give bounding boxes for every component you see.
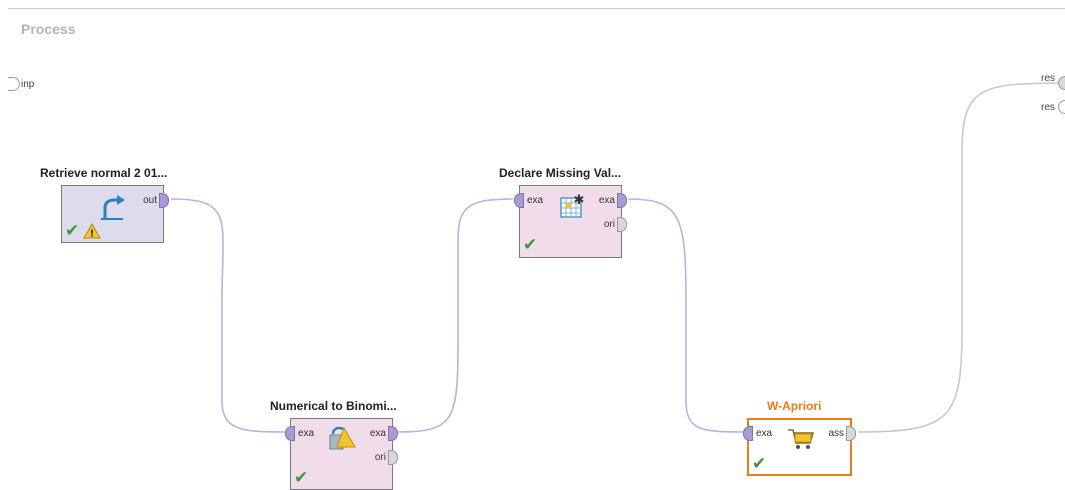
num2bin-operator[interactable]: exa exa ori ✔ — [285, 418, 398, 490]
process-input-port[interactable] — [8, 77, 20, 91]
wire-declare-to-apriori — [627, 198, 744, 433]
status-ok-icon: ✔ — [65, 221, 80, 240]
status-ok-icon: ✔ — [523, 235, 538, 254]
wire-apriori-to-result — [857, 82, 1059, 433]
retrieve-out-port[interactable] — [159, 193, 169, 208]
table-missing-value-icon: ✱ — [560, 193, 585, 218]
shopping-cart-icon — [788, 429, 815, 449]
num2bin-operator-name: Numerical to Binomi... — [270, 399, 397, 413]
num2bin-ori-port[interactable] — [388, 450, 398, 465]
declare-out-label: exa — [598, 195, 615, 206]
declare-operator-name: Declare Missing Val... — [499, 166, 622, 180]
declare-ori-label: ori — [603, 219, 615, 230]
num2bin-ori-label: ori — [374, 452, 386, 463]
declare-out-port[interactable] — [617, 193, 627, 208]
declare-operator[interactable]: exa exa ori ✱ ✔ — [514, 185, 627, 258]
num2bin-in-port[interactable] — [285, 426, 295, 441]
svg-text:✱: ✱ — [574, 193, 585, 208]
process-input-port-label: inp — [21, 79, 35, 90]
wire-num2bin-to-declare — [397, 198, 514, 433]
process-title: Process — [21, 21, 76, 37]
apriori-in-port[interactable] — [743, 426, 753, 441]
apriori-in-label: exa — [756, 428, 773, 439]
retrieve-operator[interactable]: out ✔ ! — [61, 185, 169, 243]
result-port-2[interactable] — [1058, 100, 1065, 114]
apriori-operator[interactable]: exa ass ✔ — [743, 418, 856, 476]
retrieve-out-label: out — [143, 195, 157, 206]
apriori-operator-name: W-Apriori — [767, 399, 822, 413]
result-port-2-label: res — [1041, 102, 1055, 113]
num2bin-out-port[interactable] — [388, 426, 398, 441]
retrieve-arrow-icon — [101, 195, 125, 220]
warning-icon: ! — [83, 223, 101, 239]
top-divider — [8, 8, 1065, 9]
num2bin-in-label: exa — [298, 428, 315, 439]
convert-shapes-icon — [329, 426, 356, 450]
result-port-1-label: res — [1041, 73, 1055, 84]
apriori-out-label: ass — [828, 428, 844, 439]
declare-ori-port[interactable] — [617, 217, 627, 232]
svg-text:!: ! — [90, 229, 95, 240]
result-port-1[interactable] — [1058, 76, 1065, 90]
declare-in-label: exa — [527, 195, 544, 206]
declare-in-port[interactable] — [514, 193, 524, 208]
status-ok-icon: ✔ — [294, 468, 309, 487]
wire-retrieve-to-num2bin — [170, 198, 286, 433]
status-ok-icon: ✔ — [752, 454, 767, 473]
apriori-out-port[interactable] — [846, 426, 856, 441]
retrieve-operator-name: Retrieve normal 2 01... — [40, 166, 168, 180]
num2bin-out-label: exa — [369, 428, 386, 439]
